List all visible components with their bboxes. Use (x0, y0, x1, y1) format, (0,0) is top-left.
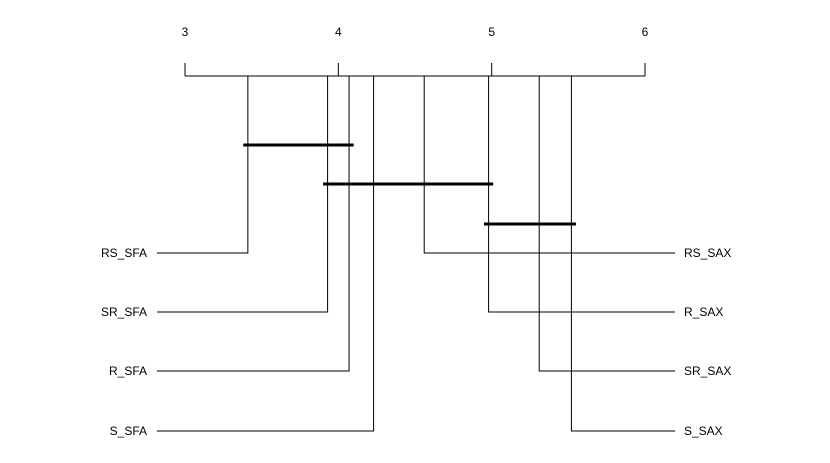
tick-label: 5 (488, 25, 495, 39)
clique-bars (243, 143, 576, 226)
tick-label: 4 (335, 25, 342, 39)
method-label: SR_SAX (684, 364, 731, 378)
method-connector (157, 76, 375, 432)
rank-axis: 3 4 5 6 (182, 25, 649, 77)
method-label: S_SFA (110, 424, 147, 438)
method-label: SR_SFA (101, 305, 147, 319)
method-connector (157, 76, 329, 313)
method-connector (157, 76, 249, 254)
method-label: RS_SAX (684, 246, 731, 260)
method-connector (570, 76, 675, 432)
left-methods: RS_SFA SR_SFA R_SFA S_SFA (101, 76, 375, 438)
method-label: R_SFA (109, 364, 147, 378)
method-connector (538, 76, 675, 372)
tick-label: 6 (642, 25, 649, 39)
method-connector (488, 76, 675, 313)
method-connector (157, 76, 350, 372)
method-label: RS_SFA (101, 246, 147, 260)
method-label: S_SAX (684, 424, 723, 438)
method-connector (423, 76, 675, 254)
right-methods: RS_SAX R_SAX SR_SAX S_SAX (423, 76, 731, 438)
tick-label: 3 (182, 25, 189, 39)
method-label: R_SAX (684, 305, 723, 319)
